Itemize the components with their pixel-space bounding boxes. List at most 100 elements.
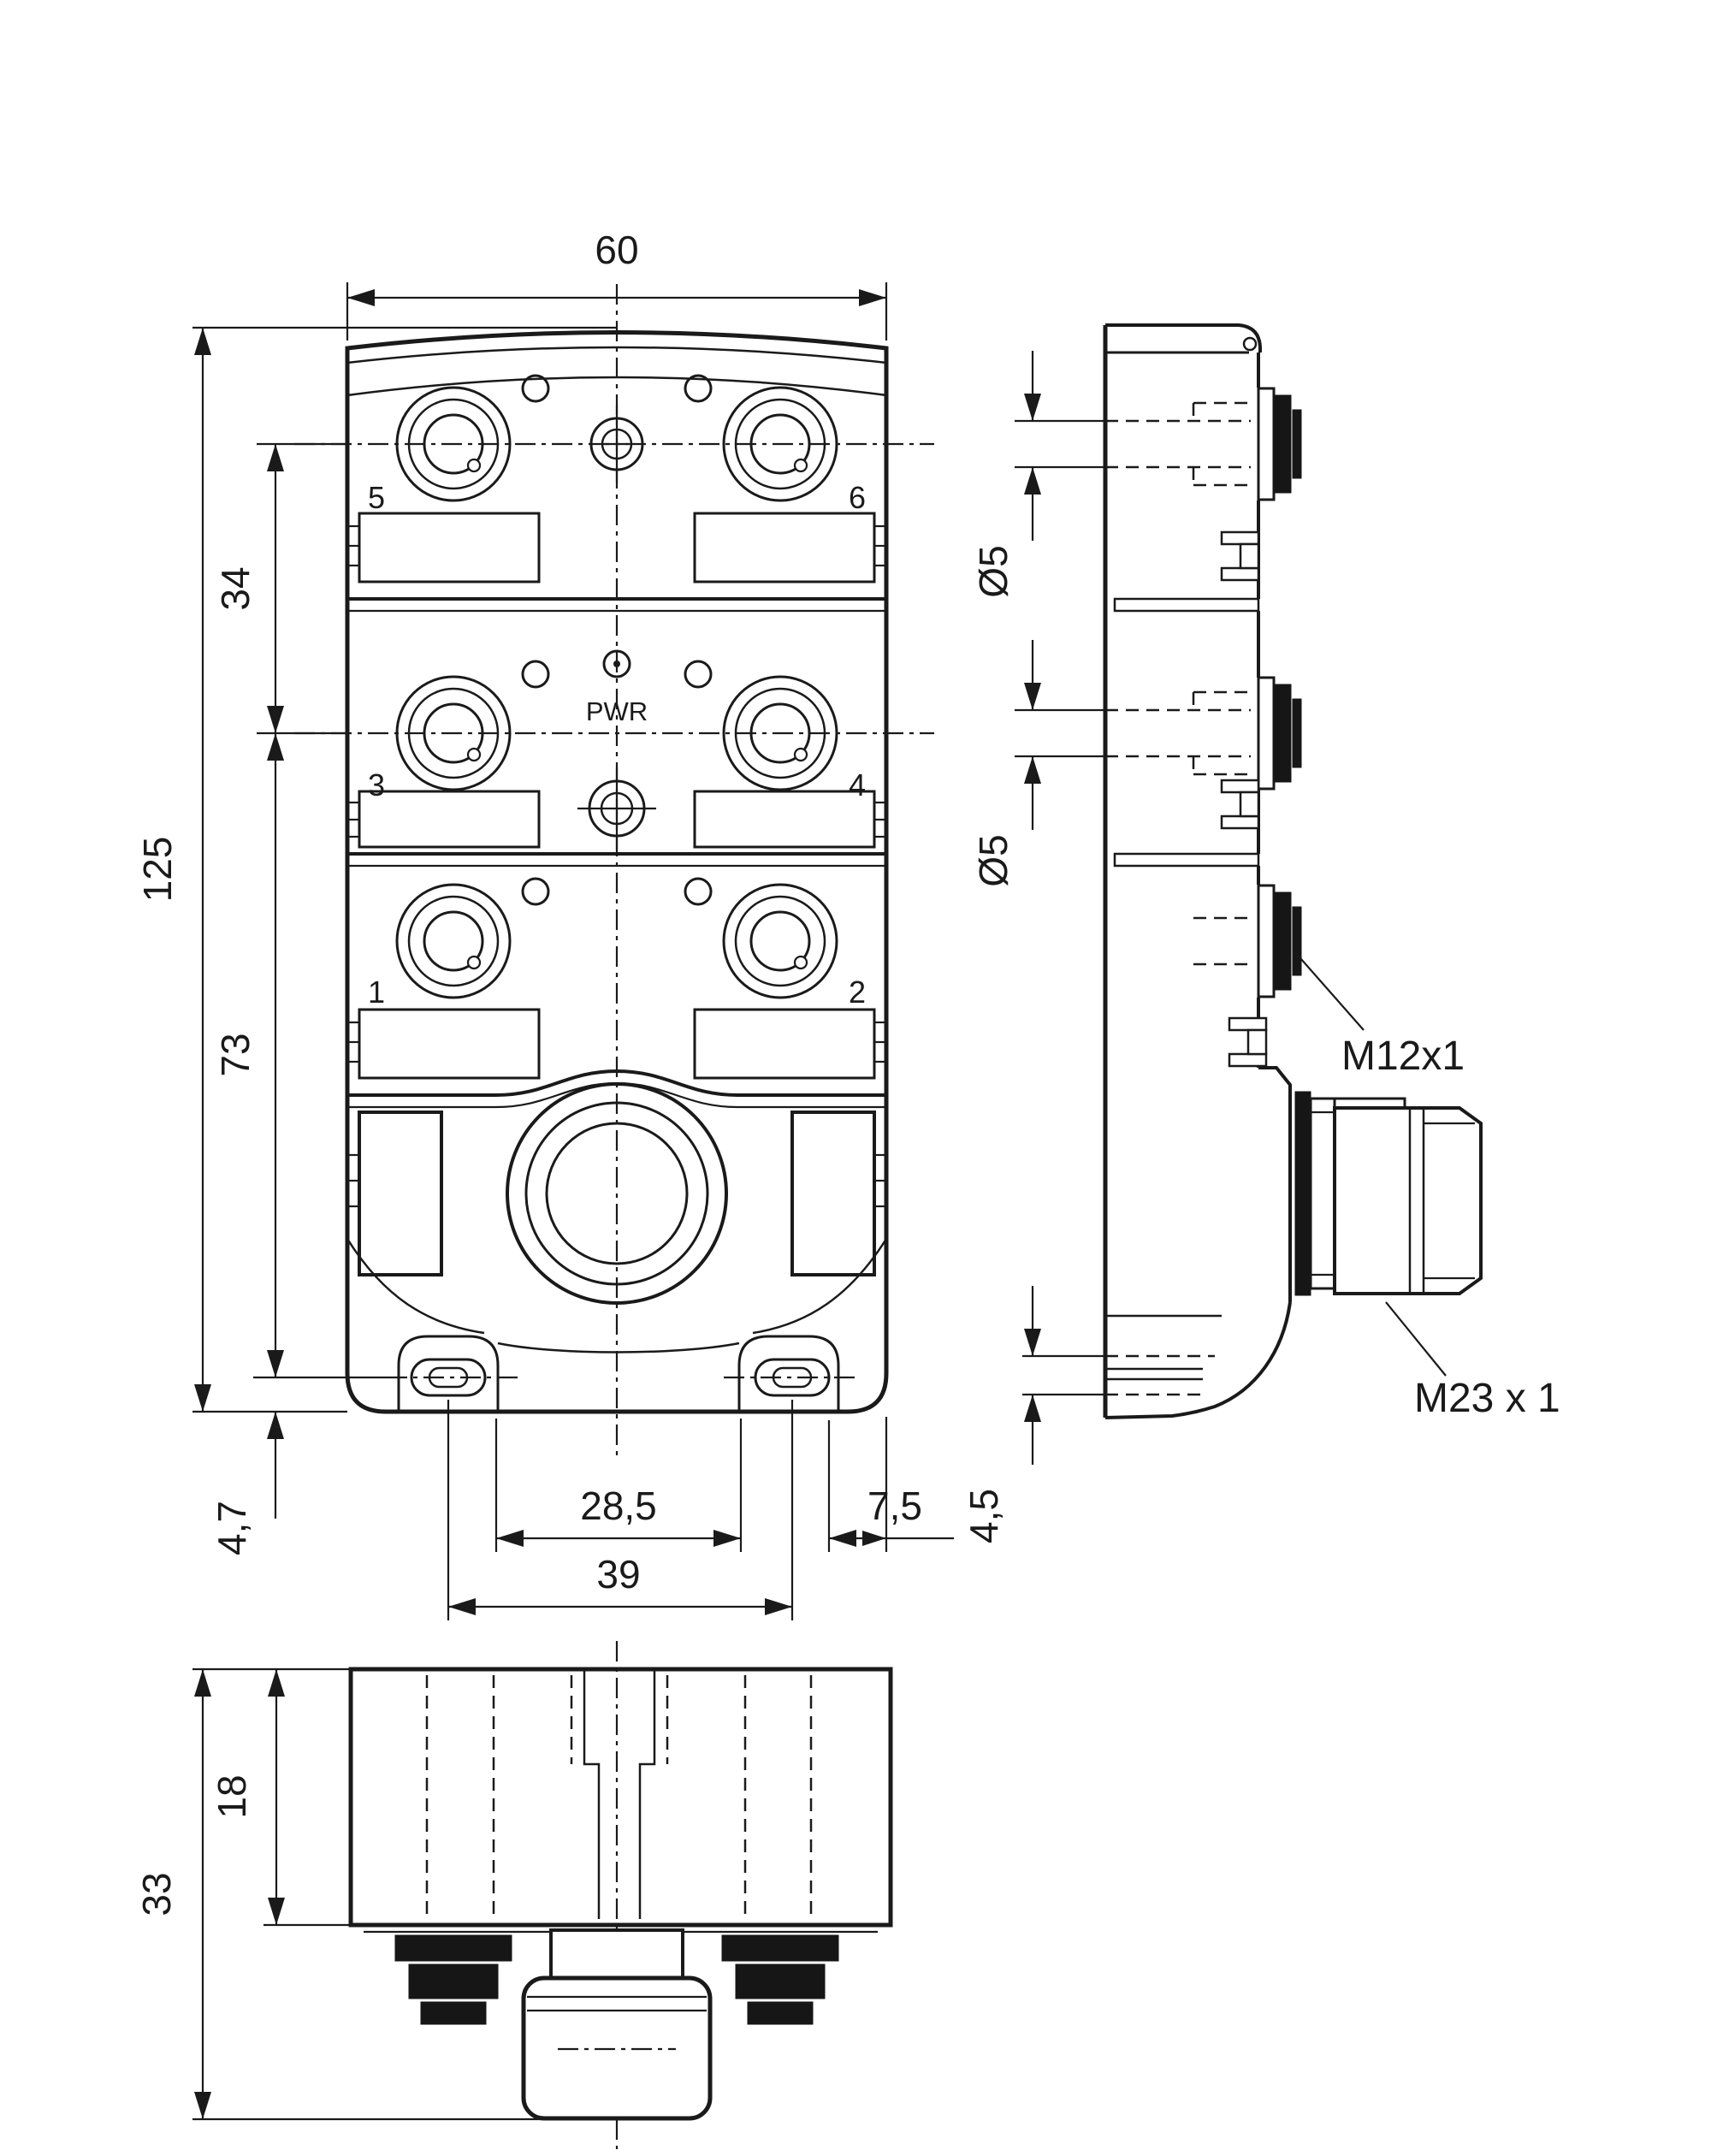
dim-total-value: 33 xyxy=(134,1872,179,1916)
m8-pwr-connector xyxy=(577,767,656,850)
led-5-icon xyxy=(521,374,550,403)
dim-mid-value: 73 xyxy=(213,1033,258,1076)
dim-slot-centers-value: 39 xyxy=(596,1552,640,1596)
bottom-body-outline xyxy=(348,1667,893,1928)
dim-foot-45: 4,5 xyxy=(962,1286,1105,1543)
dim-height-125: 125 xyxy=(135,326,617,1413)
dim-row-value: 34 xyxy=(213,566,258,610)
port-1-connector xyxy=(395,883,512,999)
bottom-plate-right xyxy=(790,1111,876,1276)
m23-thread-label: M23 x 1 xyxy=(1414,1376,1560,1421)
side-hidden-lines xyxy=(1105,401,1251,1396)
side-view: M12x1 M23 x 1 xyxy=(1103,323,1560,1421)
dim-depth-value: 18 xyxy=(210,1774,254,1818)
dim-slot-centers-39: 39 xyxy=(447,1400,794,1620)
port-3-label: 3 xyxy=(368,767,385,803)
front-dimensions: 60 125 34 73 4,7 xyxy=(135,228,954,1620)
dim-led-top-o5: Ø5 xyxy=(971,351,1105,598)
front-view: 5 6 PWR 3 4 xyxy=(294,284,934,1456)
port-6-label: 6 xyxy=(849,480,866,515)
m12-leader-line xyxy=(1294,951,1365,1031)
side-lower-step xyxy=(1258,1066,1292,1302)
side-groove-2 xyxy=(1113,852,1260,868)
foot-curve-right xyxy=(752,1238,888,1335)
edge-ticks-bottom xyxy=(347,1153,886,1208)
dim-width-value: 60 xyxy=(595,228,638,272)
label-plate-2 xyxy=(693,1008,876,1080)
label-plate-6 xyxy=(693,512,876,583)
label-plate-1 xyxy=(358,1008,541,1080)
pwr-label: PWR xyxy=(586,696,648,726)
bottom-m12-profile-left xyxy=(394,1934,512,2025)
label-plate-3 xyxy=(358,790,541,849)
bottom-hidden-bores xyxy=(425,1675,813,1919)
dim-total-33: 33 xyxy=(134,1669,211,2119)
label-plate-4 xyxy=(693,790,876,849)
port-5-connector xyxy=(395,386,512,502)
side-clip-2 xyxy=(1220,779,1260,830)
bottom-center-step-left xyxy=(583,1669,601,1919)
dim-led-mid-o5: Ø5 xyxy=(971,640,1105,887)
side-m12-boss-row12 xyxy=(1257,884,1302,998)
port-3-connector xyxy=(395,675,512,791)
dim-slot-edge-value: 7,5 xyxy=(867,1484,922,1528)
m12-thread-label: M12x1 xyxy=(1341,1034,1465,1079)
side-groove-1 xyxy=(1113,597,1260,613)
dim-slot-inner-value: 28,5 xyxy=(580,1484,657,1528)
led-1-icon xyxy=(521,877,550,906)
dim-slot-edge-75: 7,5 xyxy=(827,1417,954,1552)
bottom-center-step-right xyxy=(638,1669,656,1919)
led-2-icon xyxy=(684,877,713,906)
dim-mid-73: 73 xyxy=(213,733,387,1379)
bottom-dimensions: 18 33 xyxy=(134,1667,548,2121)
side-clip-3 xyxy=(1228,1016,1268,1068)
dim-height-value: 125 xyxy=(135,837,180,903)
foot-curve-left xyxy=(346,1238,485,1335)
foot-pad-right xyxy=(737,1335,840,1412)
label-plate-5 xyxy=(358,512,541,583)
m23-leader-line xyxy=(1385,1301,1447,1377)
edge-ticks-row12 xyxy=(347,1021,886,1063)
foot-pad-left xyxy=(397,1335,500,1412)
edge-ticks-row34 xyxy=(347,801,886,838)
bottom-view xyxy=(348,1641,893,2149)
dim-foot-value: 4,7 xyxy=(210,1501,254,1555)
port-1-label: 1 xyxy=(368,974,385,1010)
pwr-led-icon xyxy=(602,649,631,678)
divider-3a xyxy=(347,1069,886,1097)
side-cap-roll xyxy=(1242,336,1258,352)
side-top-cap xyxy=(1105,323,1262,352)
edge-ticks-row56 xyxy=(347,524,886,567)
dim-slot-inner-285: 28,5 xyxy=(494,1419,743,1552)
dim-led-top-value: Ø5 xyxy=(971,545,1015,597)
foot-curve-center xyxy=(497,1342,740,1353)
dim-led-mid-value: Ø5 xyxy=(971,834,1015,886)
led-6-icon xyxy=(684,374,713,403)
port-4-label: 4 xyxy=(849,767,866,803)
dim-width-60: 60 xyxy=(346,228,888,341)
bottom-plate-left xyxy=(358,1111,443,1276)
m8-aux-connector-top xyxy=(589,405,644,483)
side-m12-boss-row56 xyxy=(1257,387,1302,501)
m23-front-connector xyxy=(506,1082,728,1305)
side-m12-boss-row34 xyxy=(1257,676,1302,791)
bottom-m12-profile-right xyxy=(721,1934,839,2025)
port-4-connector xyxy=(722,675,838,791)
dim-foot45-value: 4,5 xyxy=(962,1489,1006,1543)
side-m23-connector xyxy=(1294,1091,1483,1296)
side-dimensions: Ø5 Ø5 4,5 xyxy=(962,351,1105,1543)
dim-depth-18: 18 xyxy=(210,1669,285,1925)
dim-row-34: 34 xyxy=(213,442,347,735)
port-2-connector xyxy=(722,883,838,999)
side-foot-profile xyxy=(1104,1301,1292,1419)
dim-foot-47: 4,7 xyxy=(210,1412,284,1555)
side-clip-1 xyxy=(1220,530,1260,582)
bottom-m23-profile xyxy=(521,1928,713,2121)
port-6-connector xyxy=(722,386,838,502)
led-4-icon xyxy=(684,660,713,689)
port-5-label: 5 xyxy=(368,480,385,515)
port-2-label: 2 xyxy=(849,974,866,1010)
front-body-outline xyxy=(345,330,889,1414)
